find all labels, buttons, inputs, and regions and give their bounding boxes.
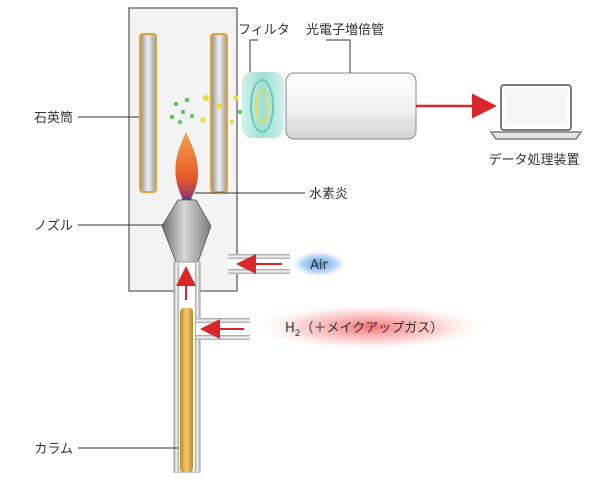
pmt-leader [326, 39, 351, 73]
flame-label: 水素炎 [309, 187, 348, 202]
left-electrode [139, 33, 157, 193]
filter-leader [249, 39, 258, 72]
h2-label: H2（＋メイクアップガス） [285, 321, 443, 339]
air-label: Air [310, 258, 329, 273]
air-inlet-pipe-top [228, 254, 290, 259]
nozzle-stem-inner-left [174, 262, 179, 472]
h2-label-suffix: （＋メイクアップガス） [301, 321, 444, 336]
laptop-icon [489, 84, 583, 140]
quartz-tube-label: 石英筒 [34, 110, 73, 126]
light-emission-sparkles [169, 95, 243, 125]
h2-glow [252, 303, 488, 351]
right-electrode [210, 33, 228, 193]
column-label: カラム [34, 442, 73, 457]
nozzle-label: ノズル [34, 218, 73, 234]
h2-label-main: H [285, 321, 295, 336]
filter-ring-inner [255, 88, 269, 124]
filter-ring-outer [250, 79, 274, 133]
h2-label-subscript: 2 [295, 329, 301, 339]
h2-inlet-pipe-bottom [196, 335, 250, 340]
pmt-label: 光電子増倍管 [306, 23, 384, 38]
hydrogen-flame [175, 132, 199, 208]
data-processor-label: データ処理装置 [488, 152, 579, 168]
column-capillary [180, 308, 193, 472]
air-inlet-pipe-bottom [228, 269, 290, 274]
nozzle-stem-inner-right [195, 262, 200, 472]
optical-filter [242, 72, 284, 138]
photomultiplier-tube [285, 72, 417, 140]
air-glow [289, 250, 349, 278]
filter-label: フィルタ [238, 23, 290, 38]
h2-inlet-pipe-top [196, 318, 250, 323]
